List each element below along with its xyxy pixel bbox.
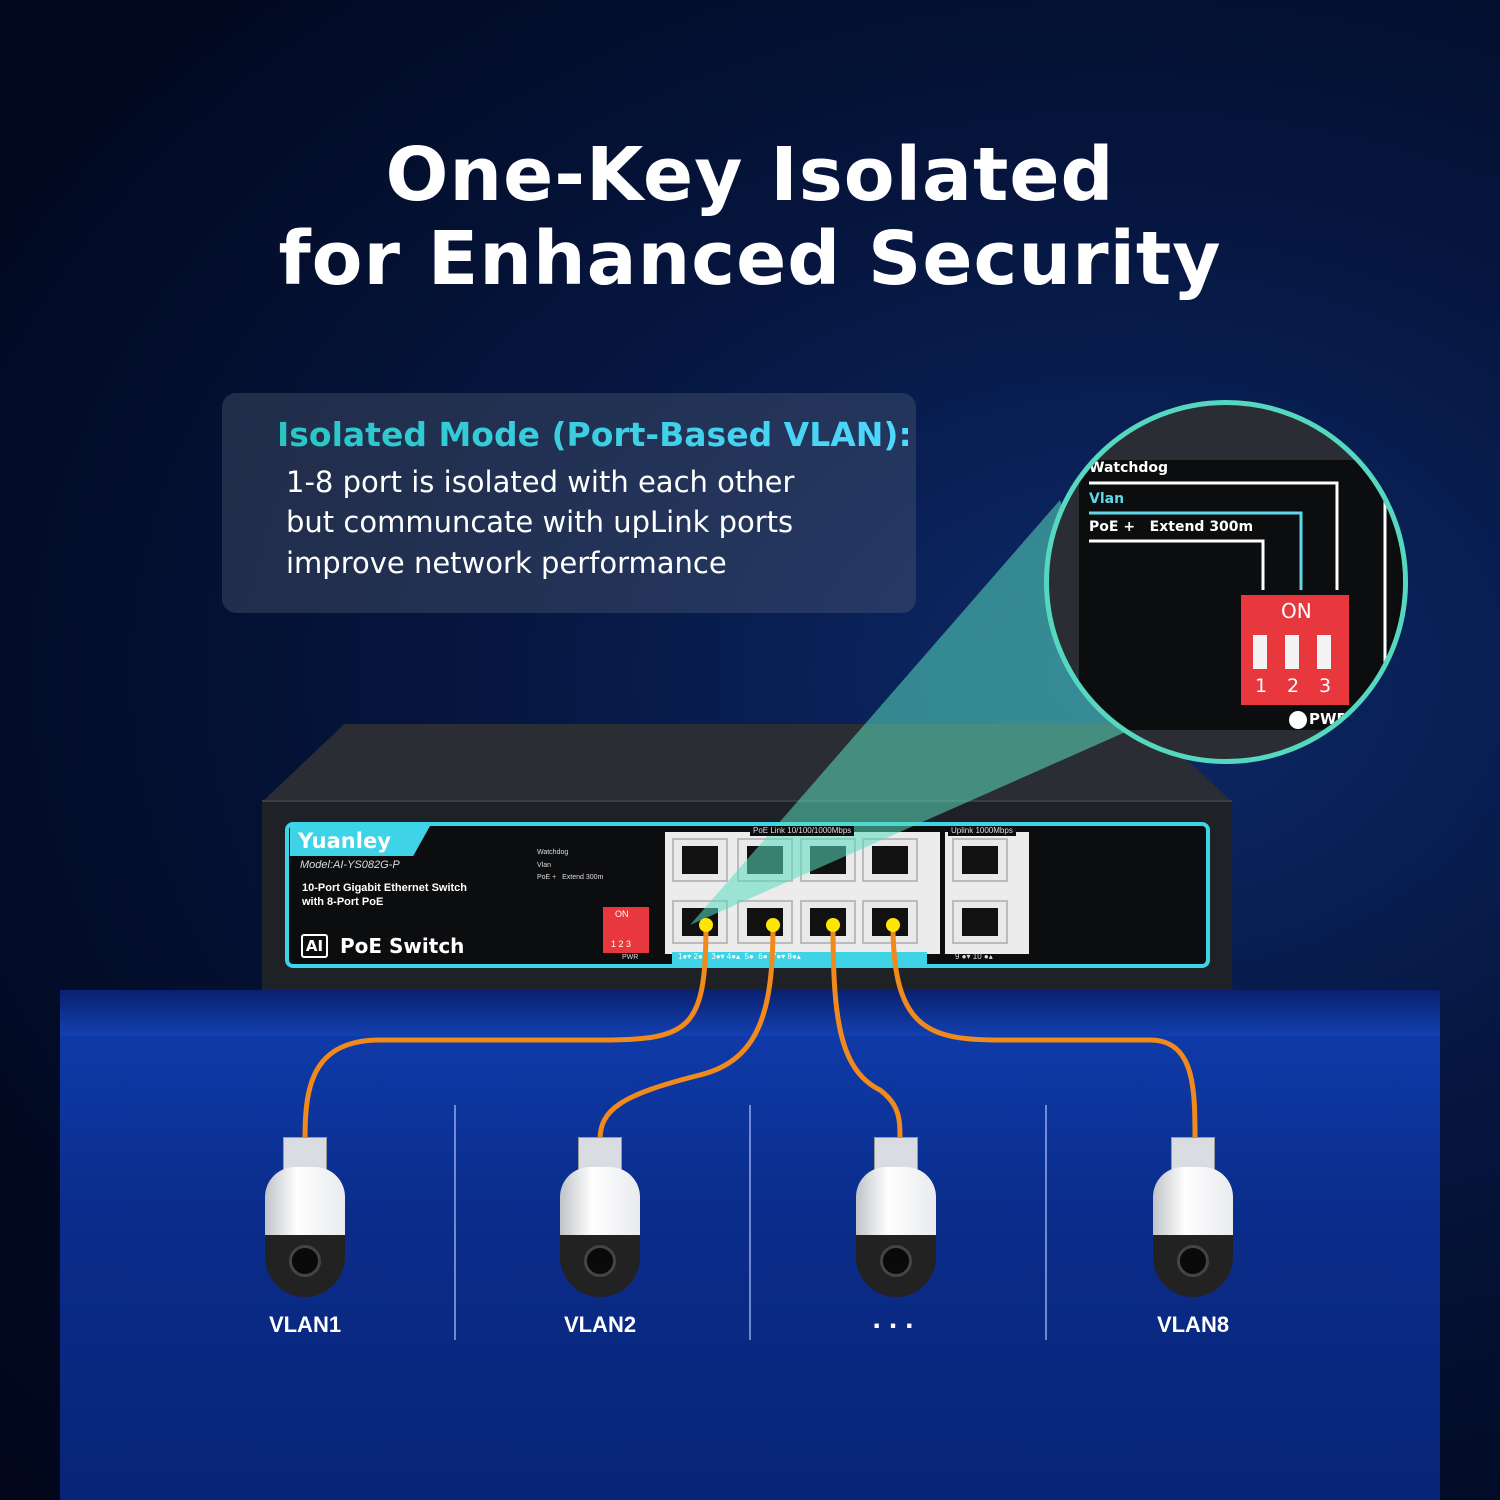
info-heading: Isolated Mode (Port-Based VLAN):	[277, 415, 912, 454]
info-line: 1-8 port is isolated with each other	[286, 465, 795, 499]
desc-line: with 8-Port PoE	[302, 896, 384, 908]
camera-vlan1	[263, 1137, 347, 1297]
ethernet-port-6[interactable]	[800, 838, 856, 882]
pwr-led-icon	[1289, 711, 1307, 729]
divider	[1045, 1105, 1047, 1340]
info-box: Isolated Mode (Port-Based VLAN): 1-8 por…	[222, 393, 916, 613]
camera-vlan8	[1151, 1137, 1235, 1297]
divider	[749, 1105, 751, 1340]
camera-vlan-more	[854, 1137, 938, 1297]
mag-watchdog-label: Watchdog	[1089, 460, 1169, 476]
ai-badge: AI	[301, 934, 328, 958]
dip-number: 3	[1319, 675, 1332, 697]
dip-on-label: ON	[615, 909, 629, 919]
magnifier-circle: Watchdog Vlan PoE + Extend 300m ON 1 2 3…	[1044, 400, 1408, 764]
info-line: but communcate with upLink ports	[286, 505, 794, 539]
headline-line2: for Enhanced Security	[278, 216, 1222, 302]
watchdog-label: Watchdog	[537, 849, 569, 856]
pwr-led-label: PWR	[622, 954, 639, 961]
camera-label: VLAN1	[268, 1312, 342, 1337]
product-label: PoE Switch	[340, 934, 465, 958]
dip-numbers: 1 2 3	[611, 939, 632, 949]
port-led-strip: 1●▾ 2●▴ 3●▾ 4●▴ 5● 6● 7●▾ 8●▴	[672, 952, 927, 964]
uplink-led-strip: 9 ●▾ 10 ●▴	[955, 952, 993, 961]
ethernet-port-8[interactable]	[862, 838, 918, 882]
info-line: improve network performance	[286, 546, 727, 580]
ethernet-port-7[interactable]	[862, 900, 918, 944]
mag-on-label: ON	[1281, 599, 1312, 623]
mag-pwr-label: PWR	[1309, 710, 1349, 728]
mag-poe-label: PoE + Extend 300m	[1089, 519, 1254, 535]
poe-label: PoE + Extend 300m	[537, 874, 604, 881]
camera-vlan2	[558, 1137, 642, 1297]
model-text: Model:AI-YS082G-P	[300, 859, 400, 871]
ethernet-port-3[interactable]	[737, 900, 793, 944]
uplink-port-9[interactable]	[952, 838, 1008, 882]
vlan-label: Vlan	[537, 862, 552, 869]
ethernet-port-5[interactable]	[800, 900, 856, 944]
dip-toggle-1[interactable]	[1253, 635, 1267, 669]
mag-vlan-label: Vlan	[1089, 491, 1125, 507]
stage-top	[60, 990, 1440, 1036]
dip-number: 1	[1255, 675, 1268, 697]
brand-logo: Yuanley	[290, 826, 430, 856]
dip-number: 2	[1287, 675, 1300, 697]
uplink-group-label: Uplink 1000Mbps	[948, 826, 1016, 836]
dip-switch[interactable]: ON 1 2 3	[603, 907, 649, 953]
uplink-port-10[interactable]	[952, 900, 1008, 944]
camera-label: ...	[872, 1302, 922, 1335]
poe-group-label: PoE Link 10/100/1000Mbps	[750, 826, 855, 836]
ethernet-port-4[interactable]	[737, 838, 793, 882]
desc-line: 10-Port Gigabit Ethernet Switch	[302, 882, 468, 894]
ethernet-port-1[interactable]	[672, 900, 728, 944]
mag-dip-switch[interactable]: ON 1 2 3	[1241, 595, 1349, 705]
ethernet-port-2[interactable]	[672, 838, 728, 882]
headline-line1: One-Key Isolated	[385, 132, 1115, 218]
camera-label: VLAN2	[563, 1312, 637, 1337]
dip-toggle-2[interactable]	[1285, 635, 1299, 669]
divider	[454, 1105, 456, 1340]
camera-label: VLAN8	[1156, 1312, 1230, 1337]
mag-leader-lines	[1089, 481, 1387, 705]
dip-toggle-3[interactable]	[1317, 635, 1331, 669]
